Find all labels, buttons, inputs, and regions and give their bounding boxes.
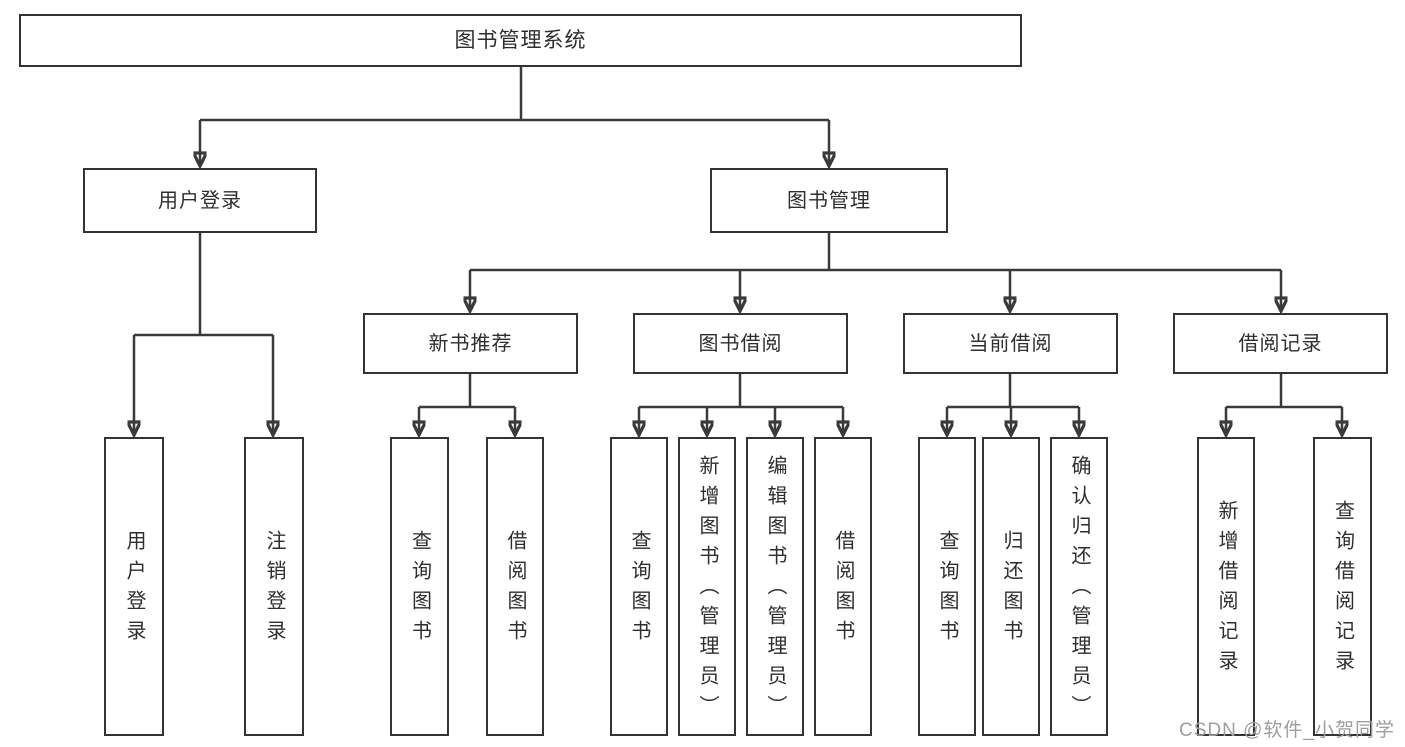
leaf-query-borrow-record: 查询借阅记录 bbox=[1313, 437, 1372, 736]
leaf-logout: 注销登录 bbox=[244, 437, 304, 736]
node-current-borrow: 当前借阅 bbox=[903, 313, 1118, 374]
leaf-user-login: 用户登录 bbox=[104, 437, 164, 736]
leaf-add-books-admin: 新增图书（管理员） bbox=[678, 437, 736, 736]
leaf-add-borrow-record: 新增借阅记录 bbox=[1197, 437, 1255, 736]
leaf-confirm-return-admin: 确认归还（管理员） bbox=[1050, 437, 1108, 736]
node-new-book-recommend: 新书推荐 bbox=[363, 313, 578, 374]
leaf-query-books-3: 查询图书 bbox=[918, 437, 976, 736]
leaf-borrow-books-2: 借阅图书 bbox=[814, 437, 872, 736]
leaf-query-books-1: 查询图书 bbox=[390, 437, 449, 736]
node-user-login: 用户登录 bbox=[83, 168, 317, 233]
node-root: 图书管理系统 bbox=[19, 14, 1022, 67]
csdn-watermark: CSDN @软件_小贺同学 bbox=[1179, 720, 1395, 741]
leaf-edit-books-admin: 编辑图书（管理员） bbox=[746, 437, 804, 736]
leaf-query-books-2: 查询图书 bbox=[610, 437, 668, 736]
leaf-return-books: 归还图书 bbox=[982, 437, 1040, 736]
node-borrow-records: 借阅记录 bbox=[1173, 313, 1388, 374]
leaf-borrow-books-1: 借阅图书 bbox=[486, 437, 544, 736]
node-book-management: 图书管理 bbox=[710, 168, 948, 233]
node-book-borrow: 图书借阅 bbox=[633, 313, 848, 374]
